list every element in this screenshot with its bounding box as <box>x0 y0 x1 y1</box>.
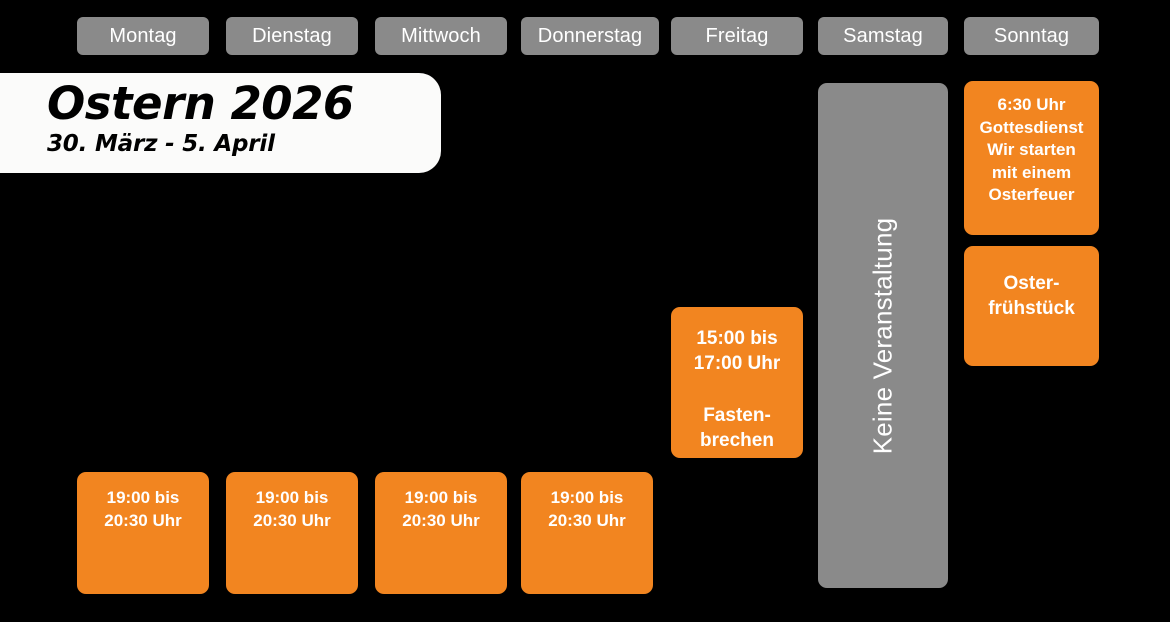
event-line: 20:30 Uhr <box>402 510 480 530</box>
event-line: 19:00 bis <box>550 488 624 507</box>
event-line: Osterfeuer <box>988 185 1075 205</box>
event-line: Fasten- <box>703 404 771 426</box>
event-line: 6:30 Uhr <box>997 95 1066 114</box>
event-card-mittwoch-evening[interactable]: 19:00 bis 20:30 Uhr <box>375 472 507 594</box>
event-line-spacer <box>675 377 799 403</box>
event-card-montag-evening[interactable]: 19:00 bis 20:30 Uhr <box>77 472 209 594</box>
page-title: Ostern 2026 <box>47 77 354 130</box>
day-header-label: Sonntag <box>993 24 1070 47</box>
day-header-label: Mittwoch <box>401 24 481 47</box>
event-line: Gottesdienst <box>979 117 1084 137</box>
day-header-label: Freitag <box>705 24 769 47</box>
event-line: 20:30 Uhr <box>548 510 626 530</box>
event-line: Wir starten <box>987 140 1076 160</box>
day-header-samstag[interactable]: Samstag <box>818 17 948 55</box>
day-header-freitag[interactable]: Freitag <box>671 17 803 55</box>
day-header-donnerstag[interactable]: Donnerstag <box>521 17 659 55</box>
day-header-label: Dienstag <box>252 24 332 47</box>
event-card-sonntag-gottesdienst[interactable]: 6:30 Uhr Gottesdienst Wir starten mit ei… <box>964 81 1099 235</box>
day-header-mittwoch[interactable]: Mittwoch <box>375 17 507 55</box>
event-line: frühstück <box>988 297 1075 319</box>
event-card-dienstag-evening[interactable]: 19:00 bis 20:30 Uhr <box>226 472 358 594</box>
event-line: mit einem <box>991 162 1072 182</box>
event-card-donnerstag-evening[interactable]: 19:00 bis 20:30 Uhr <box>521 472 653 594</box>
day-header-sonntag[interactable]: Sonntag <box>964 17 1099 55</box>
event-card-freitag-fastenbrechen[interactable]: 15:00 bis 17:00 Uhr Fasten- brechen <box>671 307 803 458</box>
event-line: 15:00 bis <box>696 328 778 349</box>
day-header-label: Donnerstag <box>537 24 643 47</box>
event-line: 17:00 Uhr <box>693 353 781 375</box>
no-event-block-samstag: Keine Veranstaltung <box>818 83 948 588</box>
event-line: 20:30 Uhr <box>253 510 331 530</box>
event-line: 19:00 bis <box>106 488 180 507</box>
event-card-sonntag-osterfruehstueck[interactable]: Oster- frühstück <box>964 246 1099 366</box>
day-header-montag[interactable]: Montag <box>77 17 209 55</box>
event-line: 20:30 Uhr <box>104 510 182 530</box>
no-event-label: Keine Veranstaltung <box>867 217 898 454</box>
event-line: Oster- <box>1003 273 1060 294</box>
event-line: 19:00 bis <box>404 488 478 507</box>
day-header-dienstag[interactable]: Dienstag <box>226 17 358 55</box>
event-line: brechen <box>700 429 774 451</box>
day-header-row: Montag Dienstag Mittwoch Donnerstag Frei… <box>0 17 1170 55</box>
day-header-label: Montag <box>109 24 177 47</box>
title-banner: Ostern 2026 30. März - 5. April <box>0 73 441 173</box>
day-header-label: Samstag <box>843 24 923 47</box>
event-line: 19:00 bis <box>255 488 329 507</box>
page-subtitle: 30. März - 5. April <box>47 131 275 158</box>
